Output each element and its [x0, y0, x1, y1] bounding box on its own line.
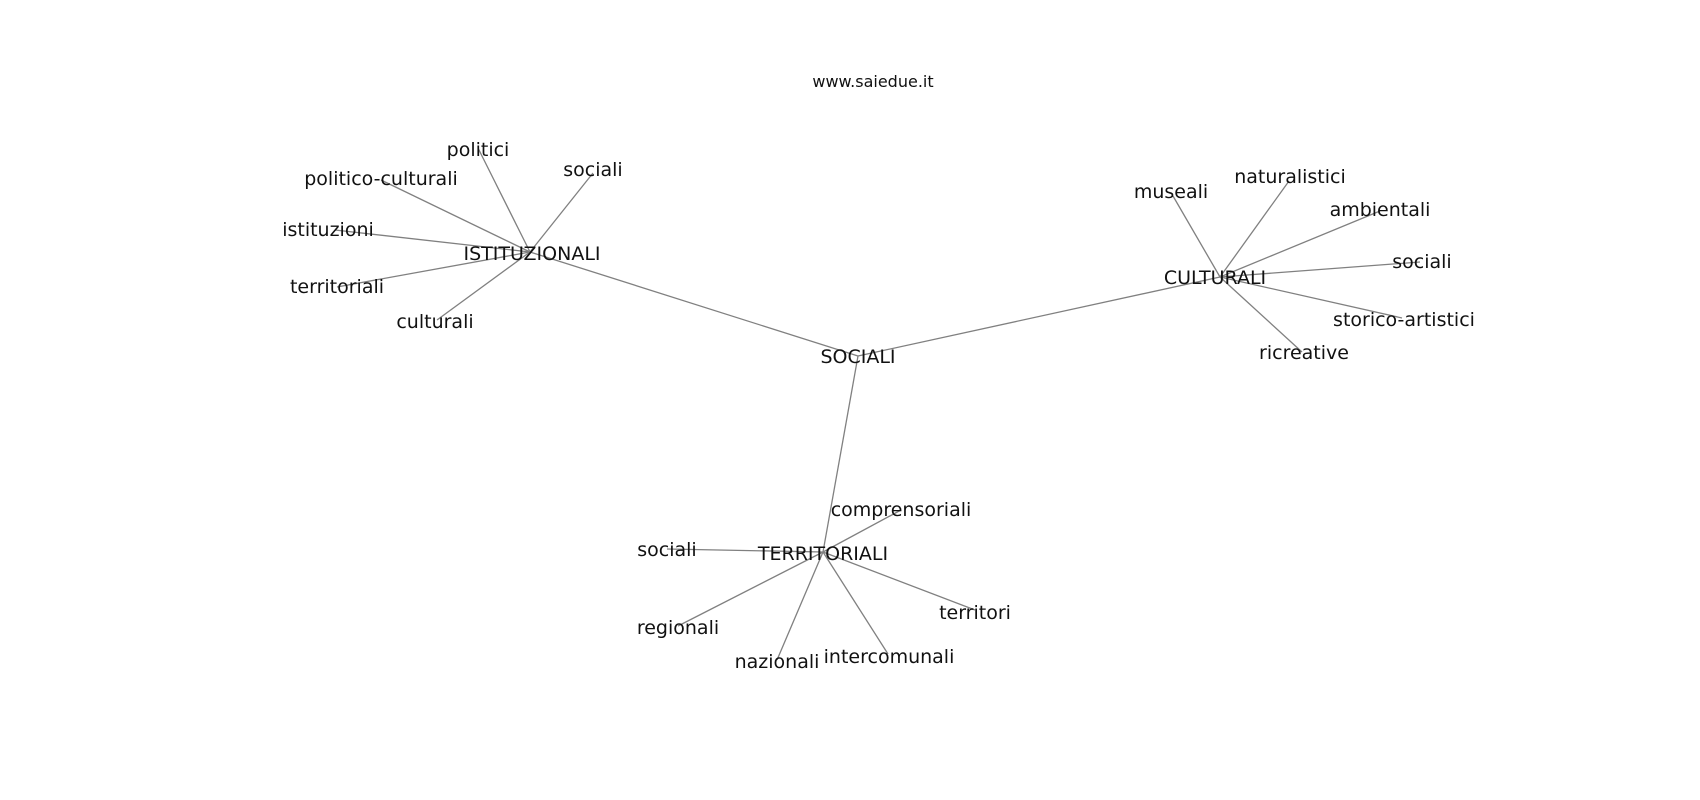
leaf-node-sociali: sociali — [637, 539, 696, 561]
leaf-node-ricreative: ricreative — [1259, 342, 1349, 364]
leaf-node-comprensoriali: comprensoriali — [831, 499, 972, 521]
branch-node-culturali: CULTURALI — [1164, 267, 1266, 289]
page-title: www.saiedue.it — [812, 72, 934, 91]
edge-root-territoriali — [822, 355, 859, 553]
leaf-node-regionali: regionali — [637, 617, 719, 639]
root-node-label: SOCIALI — [820, 346, 895, 368]
edge-culturali-museali — [1172, 195, 1221, 278]
leaf-node-storico-artistici: storico-artistici — [1333, 309, 1475, 331]
edge-territoriali-regionali — [677, 551, 824, 627]
edge-territoriali-comprensoriali — [822, 509, 902, 553]
leaf-node-politico-culturali: politico-culturali — [304, 168, 458, 190]
leaf-node-nazionali: nazionali — [735, 651, 820, 673]
diagram-edges — [334, 147, 1421, 661]
edge-root-culturali — [857, 276, 1221, 357]
leaf-node-territori: territori — [939, 602, 1011, 624]
edge-culturali-naturalistici — [1219, 180, 1290, 278]
edge-istituzionali-politico-culturali — [380, 179, 531, 253]
diagram-labels: SOCIALI ISTITUZIONALI politici sociali polit… — [282, 139, 1475, 673]
edge-territoriali-sociali — [666, 548, 824, 553]
edge-root-istituzionali — [529, 251, 859, 357]
edge-istituzionali-territoriali — [336, 251, 531, 288]
leaf-node-territoriali: territoriali — [290, 276, 384, 298]
leaf-node-sociali: sociali — [563, 159, 622, 181]
leaf-node-culturali: culturali — [396, 311, 473, 333]
edge-territoriali-nazionali — [776, 551, 824, 661]
edge-istituzionali-culturali — [436, 251, 531, 321]
edge-culturali-ricreative — [1219, 276, 1303, 353]
edge-istituzionali-politici — [477, 147, 531, 253]
leaf-node-intercomunali: intercomunali — [824, 646, 955, 668]
edge-culturali-sociali — [1219, 261, 1421, 278]
branch-node-territoriali: TERRITORIALI — [757, 543, 888, 565]
edge-culturali-ambientali — [1219, 210, 1381, 278]
leaf-node-sociali: sociali — [1392, 251, 1451, 273]
edge-istituzionali-istituzioni — [334, 229, 531, 253]
edge-territoriali-territori — [822, 551, 976, 611]
leaf-node-politici: politici — [447, 139, 510, 161]
edge-territoriali-intercomunali — [822, 551, 889, 655]
leaf-node-ambientali: ambientali — [1330, 199, 1431, 221]
leaf-node-naturalistici: naturalistici — [1234, 166, 1346, 188]
leaf-node-museali: museali — [1134, 181, 1208, 203]
branch-node-istituzionali: ISTITUZIONALI — [463, 243, 600, 265]
edge-culturali-storico-artistici — [1219, 276, 1403, 319]
edge-istituzionali-sociali — [529, 172, 594, 253]
leaf-node-istituzioni: istituzioni — [282, 219, 374, 241]
